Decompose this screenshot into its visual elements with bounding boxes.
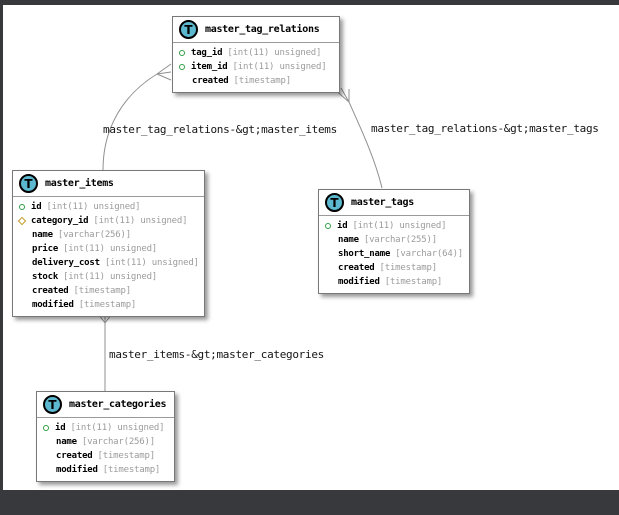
field-name: delivery_cost [32,258,100,268]
field-row[interactable]: delivery_cost [int(11) unsigned] [13,256,204,270]
field-type: [int(11) unsigned] [46,202,141,212]
field-type: [timestamp] [102,465,161,475]
field-type: [int(11) unsigned] [104,258,199,268]
field-row[interactable]: price [int(11) unsigned] [13,242,204,256]
field-name: short_name [338,249,391,259]
primary-key-icon [43,425,49,431]
frame-edge-top [0,0,619,5]
field-name: name [56,437,77,447]
field-name: name [338,235,359,245]
relation-label-tag-relations-tags: master_tag_relations-&gt;master_tags [371,122,599,135]
field-name: created [192,76,229,86]
field-name: category_id [31,216,89,226]
frame-edge-left [0,0,3,515]
field-type: [varchar(256)] [57,230,131,240]
foreign-key-icon [17,216,27,226]
field-row[interactable]: modified [timestamp] [319,275,469,289]
field-name: name [32,230,53,240]
table-title: master_tag_relations [205,24,320,35]
primary-key-icon [179,64,185,70]
table-master-tags[interactable]: T master_tags id [int(11) unsigned] name… [318,189,470,294]
field-type: [int(11) unsigned] [70,423,165,433]
table-header[interactable]: T master_categories [37,392,174,418]
table-fields: tag_id [int(11) unsigned] item_id [int(1… [173,43,339,92]
field-name: id [55,423,66,433]
field-type: [timestamp] [78,300,137,310]
field-type: [timestamp] [97,451,156,461]
field-name: stock [32,272,59,282]
field-type: [int(11) unsigned] [227,48,322,58]
table-icon: T [325,193,344,212]
primary-key-icon [179,50,185,56]
table-fields: id [int(11) unsigned] category_id [int(1… [13,197,204,316]
field-row[interactable]: created [timestamp] [173,74,339,88]
field-name: created [56,451,93,461]
field-row[interactable]: created [timestamp] [13,284,204,298]
table-header[interactable]: T master_tags [319,190,469,216]
table-icon: T [19,174,38,193]
field-row[interactable]: name [varchar(255)] [319,233,469,247]
table-header[interactable]: T master_items [13,171,204,197]
field-row[interactable]: stock [int(11) unsigned] [13,270,204,284]
field-row[interactable]: short_name [varchar(64)] [319,247,469,261]
field-type: [int(11) unsigned] [232,62,327,72]
field-type: [timestamp] [379,263,438,273]
field-type: [varchar(255)] [363,235,437,245]
field-row[interactable]: modified [timestamp] [13,298,204,312]
field-type: [timestamp] [384,277,443,287]
table-fields: id [int(11) unsigned] name [varchar(256)… [37,418,174,481]
field-row[interactable]: id [int(11) unsigned] [37,421,174,435]
table-master-categories[interactable]: T master_categories id [int(11) unsigned… [36,391,175,482]
field-name: modified [32,300,74,310]
field-type: [timestamp] [73,286,132,296]
table-fields: id [int(11) unsigned] name [varchar(255)… [319,216,469,293]
relation-label-tag-relations-items: master_tag_relations-&gt;master_items [103,123,337,136]
table-master-tag-relations[interactable]: T master_tag_relations tag_id [int(11) u… [172,16,340,93]
table-master-items[interactable]: T master_items id [int(11) unsigned] cat… [12,170,205,317]
field-type: [int(11) unsigned] [93,216,188,226]
table-title: master_tags [351,197,414,208]
field-type: [int(11) unsigned] [63,244,158,254]
field-row[interactable]: created [timestamp] [319,261,469,275]
field-row[interactable]: modified [timestamp] [37,463,174,477]
field-type: [int(11) unsigned] [352,221,447,231]
field-row[interactable]: item_id [int(11) unsigned] [173,60,339,74]
field-row[interactable]: tag_id [int(11) unsigned] [173,46,339,60]
field-name: tag_id [191,48,223,58]
field-name: id [337,221,348,231]
field-name: modified [338,277,380,287]
field-name: modified [56,465,98,475]
relation-label-items-categories: master_items-&gt;master_categories [109,348,324,361]
field-row[interactable]: id [int(11) unsigned] [319,219,469,233]
field-row[interactable]: created [timestamp] [37,449,174,463]
table-icon: T [179,20,198,39]
field-name: item_id [191,62,228,72]
field-row[interactable]: name [varchar(256)] [13,228,204,242]
field-name: created [338,263,375,273]
table-title: master_items [45,178,114,189]
frame-edge-bottom [0,490,619,515]
field-type: [varchar(64)] [395,249,464,259]
table-header[interactable]: T master_tag_relations [173,17,339,43]
field-type: [int(11) unsigned] [63,272,158,282]
table-icon: T [43,395,62,414]
field-type: [timestamp] [233,76,292,86]
field-name: id [31,202,42,212]
field-row[interactable]: id [int(11) unsigned] [13,200,204,214]
table-title: master_categories [69,399,167,410]
field-name: price [32,244,59,254]
primary-key-icon [325,223,331,229]
field-name: created [32,286,69,296]
primary-key-icon [19,204,25,210]
field-row[interactable]: name [varchar(256)] [37,435,174,449]
field-row[interactable]: category_id [int(11) unsigned] [13,214,204,228]
field-type: [varchar(256)] [81,437,155,447]
